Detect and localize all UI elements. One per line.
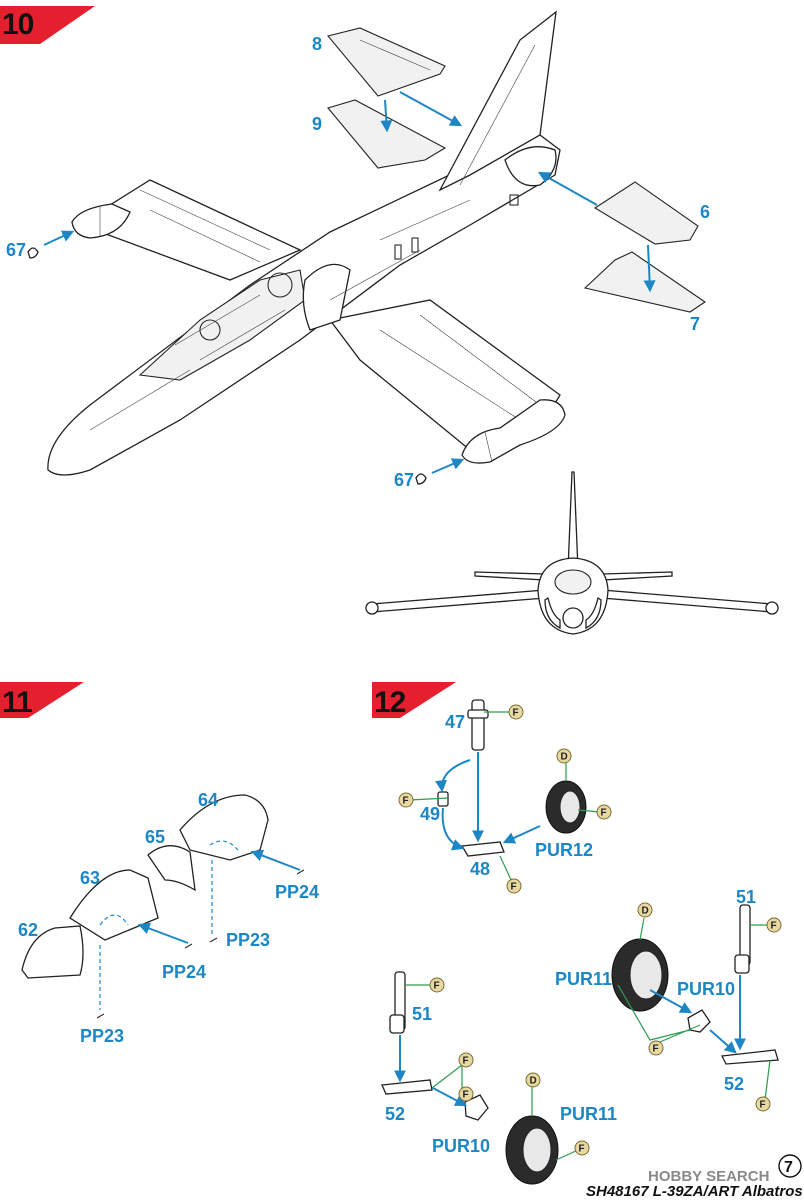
badge-f-4: F bbox=[601, 808, 607, 819]
part-pur10-right bbox=[687, 1009, 711, 1033]
badge-f-11: F bbox=[579, 1144, 585, 1155]
part-52-left-arm bbox=[381, 1079, 433, 1095]
label-part-52-left: 52 bbox=[385, 1104, 405, 1124]
label-part-49: 49 bbox=[420, 804, 440, 824]
step-12-badge: 12 bbox=[372, 682, 456, 719]
badge-f-7: F bbox=[760, 1100, 766, 1111]
part-64-canopy-rear bbox=[179, 794, 269, 935]
right-gear-arrows bbox=[649, 975, 746, 1054]
page-number: 7 bbox=[784, 1159, 793, 1176]
label-pp23-left: PP23 bbox=[80, 1026, 124, 1046]
label-part-67-left: 67 bbox=[6, 240, 26, 260]
part-51-left-strut bbox=[389, 971, 406, 1034]
badge-d-2: D bbox=[642, 906, 649, 917]
part-8-horizontal-stabilizer bbox=[327, 27, 446, 97]
badge-f-5: F bbox=[771, 921, 777, 932]
label-pp24-left: PP24 bbox=[162, 962, 206, 982]
nose-gear-lines bbox=[435, 752, 541, 851]
label-pur12: PUR12 bbox=[535, 840, 593, 860]
label-part-7: 7 bbox=[690, 314, 700, 334]
label-part-6: 6 bbox=[700, 202, 710, 222]
label-pp23-right: PP23 bbox=[226, 930, 270, 950]
badge-f-1: F bbox=[513, 708, 519, 719]
part-52-right-arm bbox=[721, 1049, 779, 1065]
step-10-arrows bbox=[43, 91, 656, 474]
step-10-number: 10 bbox=[2, 8, 34, 41]
label-part-9: 9 bbox=[312, 114, 322, 134]
main-gear-right-wheel bbox=[611, 938, 669, 1012]
right-tip-tank bbox=[461, 399, 566, 464]
green-attachment-lines bbox=[405, 711, 771, 1161]
aircraft-perspective-drawing bbox=[47, 10, 566, 476]
part-62-windscreen bbox=[21, 925, 84, 979]
label-part-62: 62 bbox=[18, 920, 38, 940]
left-gear-arrows bbox=[394, 1035, 468, 1107]
step-12-number: 12 bbox=[374, 686, 406, 719]
label-part-51-left: 51 bbox=[412, 1004, 432, 1024]
step-11-arrows bbox=[137, 849, 301, 944]
label-pp24-right: PP24 bbox=[275, 882, 319, 902]
part-9-horizontal-stabilizer bbox=[327, 99, 447, 169]
kit-title: SH48167 L-39ZA/ART Albatros bbox=[586, 1183, 803, 1200]
badge-f-2: F bbox=[403, 796, 409, 807]
part-6-horizontal-stabilizer bbox=[593, 181, 699, 245]
label-pur10-right: PUR10 bbox=[677, 979, 735, 999]
f-d-source-badges: F F F D F D F F F F F F D F bbox=[398, 704, 782, 1156]
part-65-frame bbox=[147, 845, 196, 892]
badge-f-8: F bbox=[434, 981, 440, 992]
badge-f-10: F bbox=[463, 1090, 469, 1101]
aircraft-front-view bbox=[365, 471, 779, 635]
label-part-47: 47 bbox=[445, 712, 465, 732]
watermark: HOBBY SEARCH bbox=[648, 1168, 769, 1185]
badge-d-1: D bbox=[561, 752, 568, 763]
badge-d-3: D bbox=[530, 1076, 537, 1087]
part-pur10-left bbox=[464, 1094, 489, 1121]
part-63-canopy-front bbox=[69, 869, 159, 1010]
part-67-light-right bbox=[415, 473, 427, 485]
step-10-badge: 10 bbox=[0, 6, 95, 44]
label-part-65: 65 bbox=[145, 827, 165, 847]
step-11-badge: 11 bbox=[0, 682, 84, 719]
label-pur11-right: PUR11 bbox=[555, 969, 612, 989]
pp-clips bbox=[96, 869, 305, 1019]
label-part-8: 8 bbox=[312, 34, 322, 54]
part-48-fork bbox=[460, 841, 505, 857]
part-47-nose-strut bbox=[467, 699, 489, 751]
label-part-48: 48 bbox=[470, 859, 490, 879]
pur12-nose-wheel bbox=[545, 780, 587, 834]
label-part-51-right: 51 bbox=[736, 887, 756, 907]
badge-f-6: F bbox=[653, 1044, 659, 1055]
label-part-64: 64 bbox=[198, 790, 218, 810]
label-part-52-right: 52 bbox=[724, 1074, 744, 1094]
label-pur10-left: PUR10 bbox=[432, 1136, 490, 1156]
badge-f-9: F bbox=[463, 1056, 469, 1067]
part-51-right-strut bbox=[734, 904, 751, 974]
label-pur11-left: PUR11 bbox=[560, 1104, 617, 1124]
step-11-number: 11 bbox=[2, 686, 32, 719]
label-part-63: 63 bbox=[80, 868, 100, 888]
part-7-horizontal-stabilizer bbox=[583, 251, 706, 313]
part-67-light-left bbox=[27, 247, 39, 259]
badge-f-3: F bbox=[511, 882, 517, 893]
main-gear-left-wheel bbox=[505, 1115, 559, 1185]
footer: 7 HOBBY SEARCH SH48167 L-39ZA/ART Albatr… bbox=[586, 1154, 803, 1200]
left-tip-tank bbox=[71, 203, 131, 239]
label-part-67-right: 67 bbox=[394, 470, 414, 490]
